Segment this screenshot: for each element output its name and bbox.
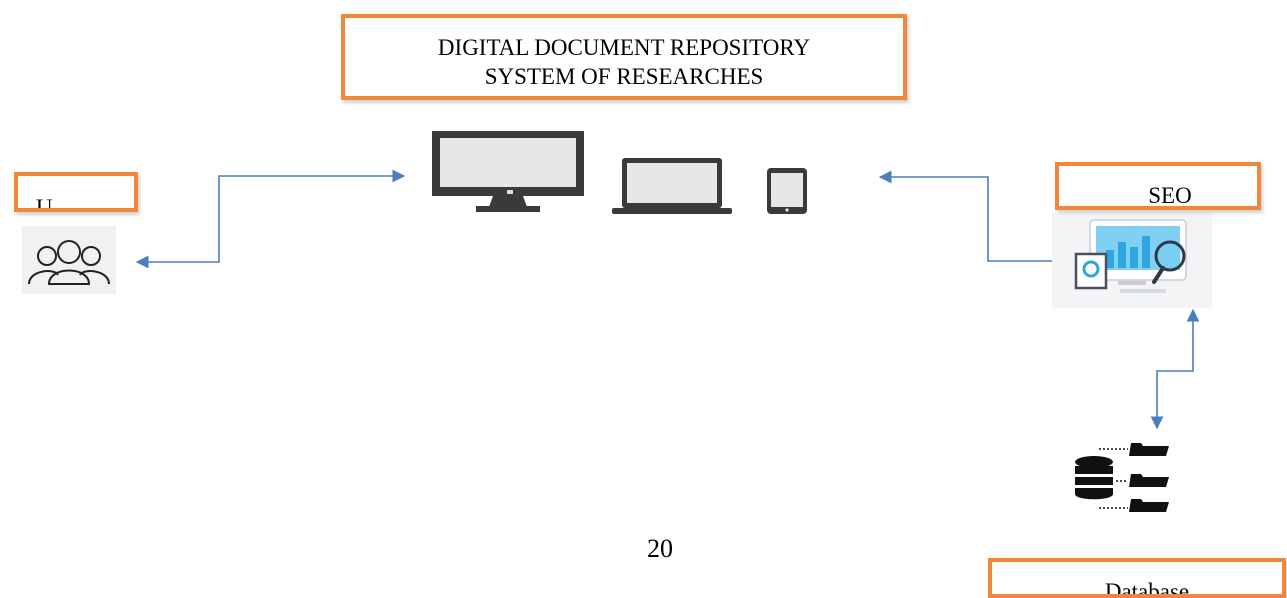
tablet-icon xyxy=(767,168,807,214)
database-label-box: Database xyxy=(988,558,1286,598)
seo-devices-connector xyxy=(878,170,1052,262)
folder-icon xyxy=(1099,443,1169,512)
seo-analytics-icon xyxy=(1052,213,1212,308)
database-icon xyxy=(1075,456,1113,500)
users-icon xyxy=(22,226,116,294)
title-line-1: DIGITAL DOCUMENT REPOSITORY xyxy=(437,35,811,60)
users-label: U xyxy=(36,195,53,212)
users-label-box: U xyxy=(14,172,138,212)
system-title-box: DIGITAL DOCUMENT REPOSITORY SYSTEM OF RE… xyxy=(341,14,907,100)
users-devices-connector xyxy=(135,169,406,269)
seo-label: SEO xyxy=(1148,183,1192,208)
seo-database-connector xyxy=(1150,308,1200,430)
seo-label-box: SEO xyxy=(1055,162,1261,210)
monitor-icon xyxy=(432,131,584,212)
page-number: 20 xyxy=(647,534,673,563)
laptop-icon xyxy=(612,158,732,214)
title-line-2: SYSTEM OF RESEARCHES xyxy=(484,64,764,89)
database-label: Database xyxy=(1104,579,1190,598)
